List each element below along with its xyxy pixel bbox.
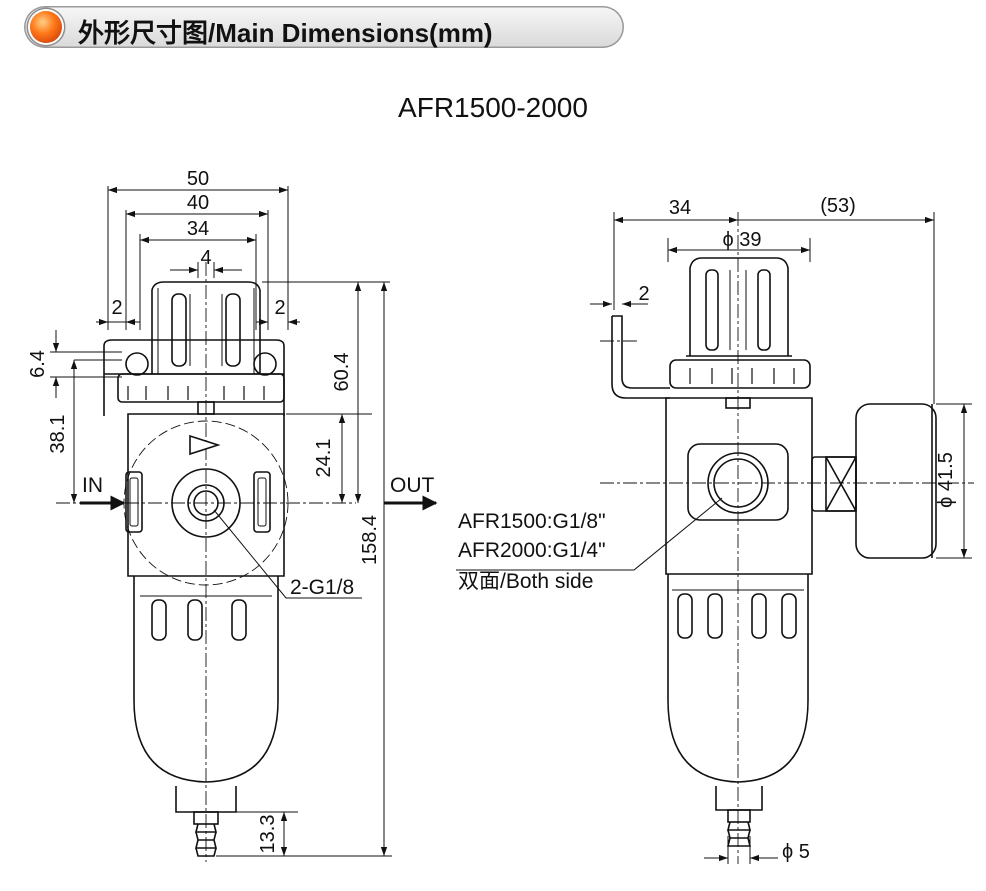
dim-50: 50 [187, 168, 209, 190]
dim-side-34: 34 [669, 197, 691, 219]
front-mounting-bracket [103, 339, 285, 416]
front-view [50, 186, 438, 862]
label-both-side: 双面/Both side [458, 570, 593, 593]
dim-38-1: 38.1 [47, 415, 69, 454]
side-centerlines [600, 212, 974, 864]
dim-34: 34 [187, 218, 209, 240]
dim-phi-39: ϕ 39 [722, 229, 761, 251]
dim-phi-41-5: ϕ 41.5 [935, 452, 957, 508]
side-view [456, 212, 974, 864]
side-pressure-gauge [811, 403, 937, 559]
side-bowl [667, 574, 809, 847]
front-regulator-knob [151, 281, 261, 374]
orange-ball-icon [30, 11, 62, 43]
dim-13-3: 13.3 [257, 815, 279, 854]
side-dimension-text: 34 (53) ϕ 39 2 ϕ 41.5 ϕ 5 AFR1500:G1/8" … [458, 195, 957, 863]
label-afr2000-port: AFR2000:G1/4" [458, 539, 606, 562]
front-dimension-lines [50, 186, 392, 857]
header-pill [24, 6, 624, 48]
dim-gap-right: 2 [274, 297, 285, 319]
side-lock-ring [669, 359, 811, 389]
side-dimension-lines [456, 212, 972, 864]
section-header: 外形尺寸图/Main Dimensions(mm) [24, 6, 624, 48]
dim-158-4: 158.4 [359, 515, 381, 565]
label-port: 2-G1/8 [290, 576, 354, 599]
dim-phi-5: ϕ 5 [782, 841, 810, 863]
dim-40: 40 [187, 192, 209, 214]
front-bowl [133, 576, 279, 857]
dim-24-1: 24.1 [313, 439, 335, 478]
model-title: AFR1500-2000 [398, 92, 588, 123]
label-out: OUT [390, 474, 435, 497]
side-body [665, 397, 813, 575]
front-dimension-text: 50 40 34 4 2 2 6.4 38.1 60.4 24.1 158.4 … [27, 168, 435, 853]
side-bracket [612, 315, 670, 389]
dim-6-4: 6.4 [27, 350, 49, 378]
side-bracket-outer [611, 316, 670, 399]
dim-4: 4 [200, 247, 211, 269]
front-lock-ring [117, 373, 285, 415]
dim-side-53: (53) [820, 195, 856, 217]
dim-gap-left: 2 [111, 297, 122, 319]
side-regulator-knob [686, 257, 792, 357]
label-in: IN [82, 474, 103, 497]
dim-60-4: 60.4 [331, 353, 353, 392]
label-afr1500-port: AFR1500:G1/8" [458, 510, 606, 533]
dim-side-gap-2: 2 [638, 283, 649, 305]
section-title: 外形尺寸图/Main Dimensions(mm) [78, 18, 493, 48]
